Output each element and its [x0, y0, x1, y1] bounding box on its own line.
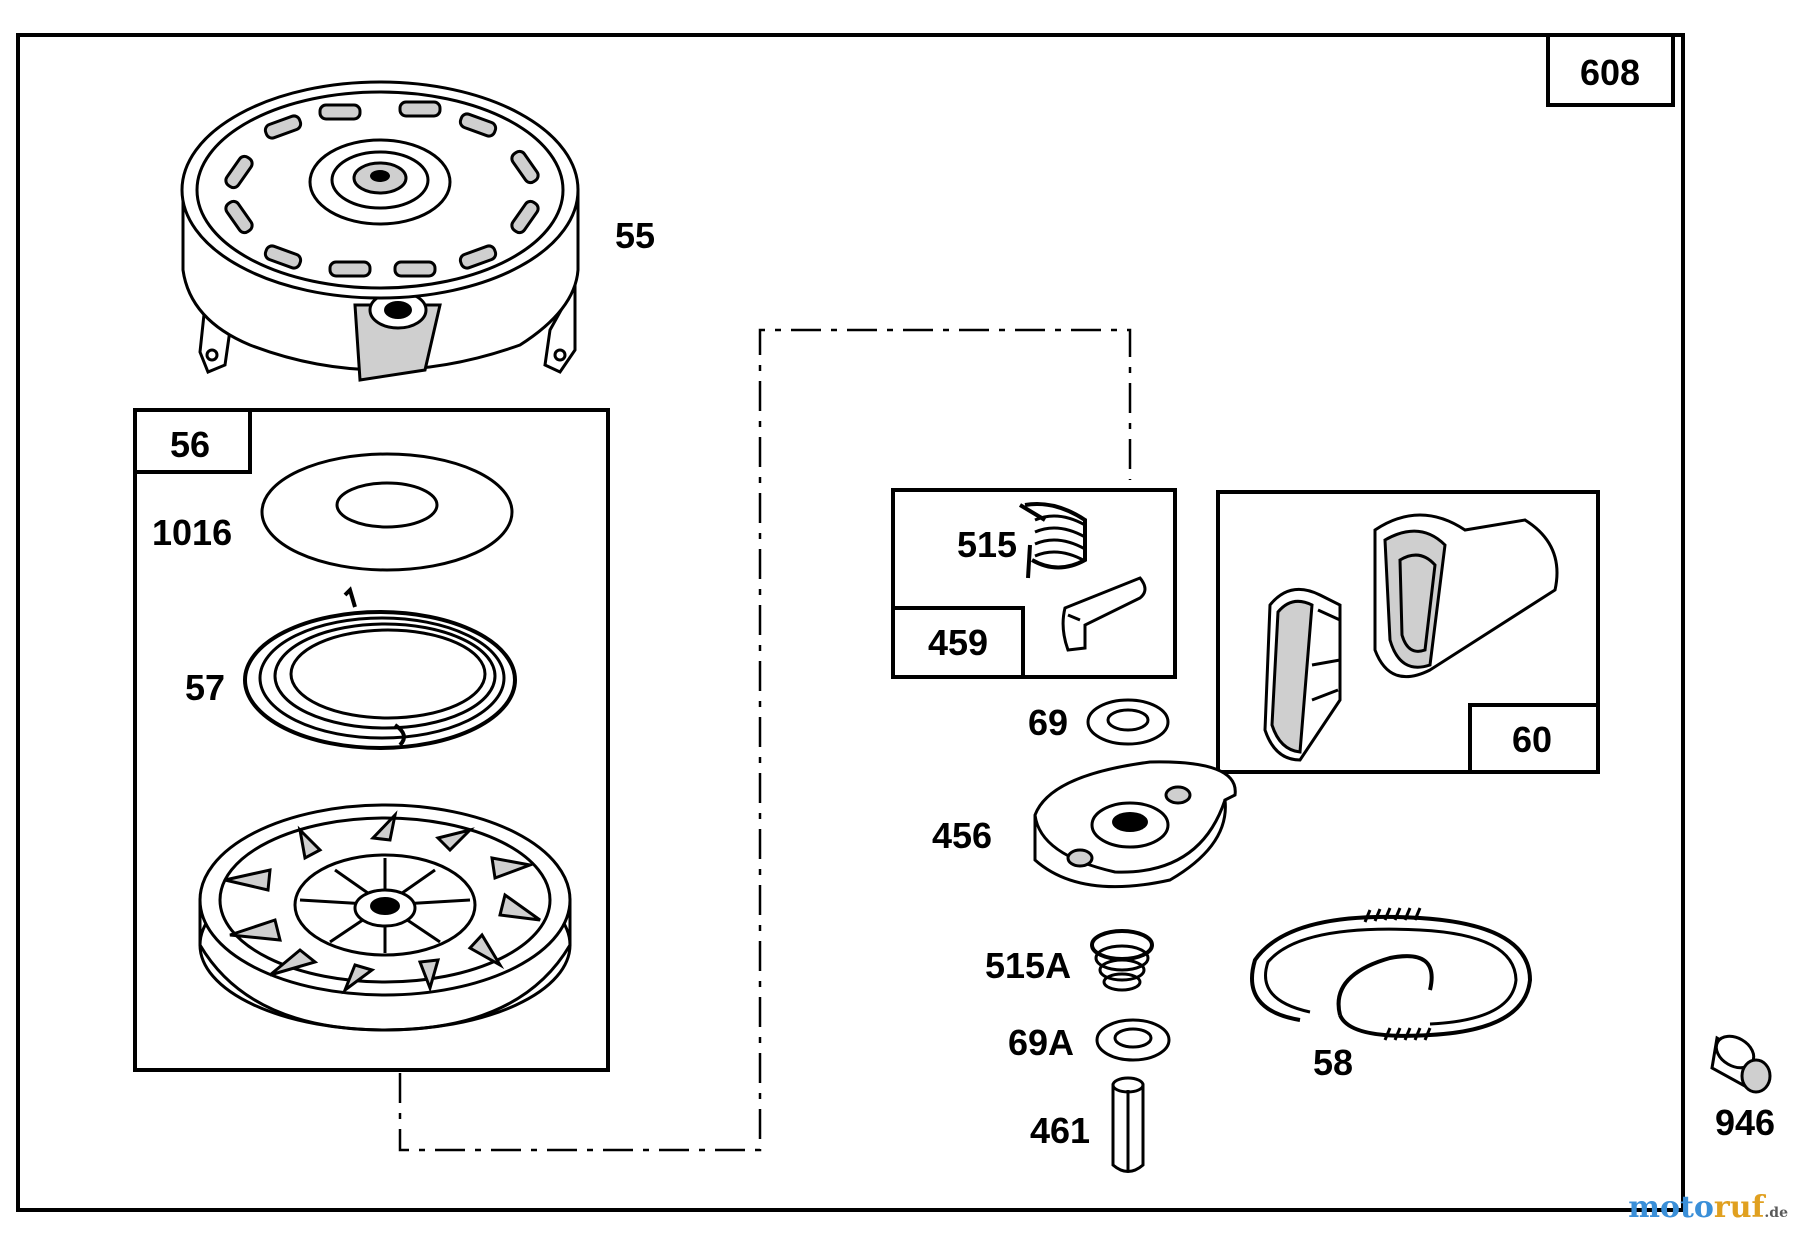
subassembly-459-box [891, 488, 1177, 679]
part-456-retainer[interactable] [1033, 760, 1237, 889]
label-461: 461 [1030, 1110, 1090, 1151]
part-60-starter-handle[interactable] [1263, 513, 1559, 762]
label-57: 57 [185, 667, 225, 708]
part-58-starter-rope[interactable] [1250, 907, 1533, 1041]
label-69A: 69A [1008, 1022, 1074, 1063]
outer-frame [16, 33, 1685, 1212]
label-515A: 515A [985, 945, 1071, 986]
label-456: 456 [932, 815, 992, 856]
label-60: 60 [1512, 719, 1552, 760]
part-69-washer[interactable] [1086, 698, 1170, 746]
label-946: 946 [1715, 1102, 1775, 1143]
subassembly-60-label-box [1468, 703, 1600, 774]
part-461-pin[interactable] [1111, 1076, 1145, 1173]
label-459: 459 [928, 622, 988, 663]
label-1016: 1016 [152, 512, 232, 553]
subassembly-56-label-box [133, 408, 252, 474]
subassembly-56-box [133, 408, 610, 1072]
part-55-starter-housing[interactable] [180, 80, 580, 382]
part-56-pulley[interactable] [198, 803, 572, 1032]
watermark-part2: ruf [1713, 1190, 1765, 1225]
part-515-pawl-spring[interactable] [1018, 502, 1087, 579]
watermark-part1: moto [1628, 1190, 1714, 1225]
assembly-label-608: 608 [1580, 52, 1640, 93]
subassembly-60-box [1216, 490, 1600, 774]
part-1016-washer[interactable] [260, 452, 514, 572]
label-55: 55 [615, 215, 655, 256]
label-56: 56 [170, 424, 210, 465]
watermark-logo: motoruf.de [1628, 1190, 1788, 1225]
part-459-pawl[interactable] [1061, 576, 1147, 652]
part-515A-spring[interactable] [1090, 929, 1154, 992]
part-57-recoil-spring[interactable] [243, 586, 517, 750]
part-69A-washer[interactable] [1095, 1018, 1171, 1062]
assembly-connector-line [398, 328, 1132, 1152]
label-69: 69 [1028, 702, 1068, 743]
assembly-label-box [1546, 33, 1675, 107]
label-515: 515 [957, 524, 1017, 565]
watermark-part3: .de [1764, 1205, 1788, 1221]
label-58: 58 [1313, 1042, 1353, 1083]
subassembly-459-label-box [891, 606, 1025, 679]
part-946-bushing[interactable] [1710, 1030, 1772, 1094]
